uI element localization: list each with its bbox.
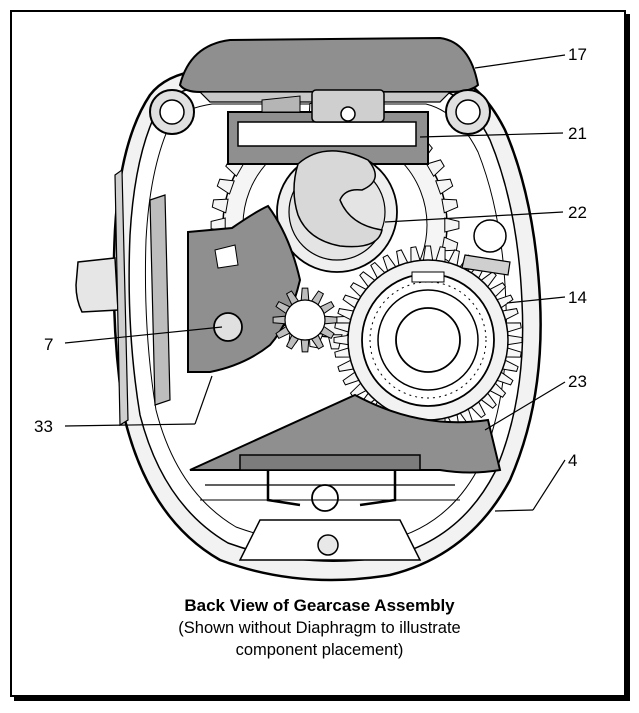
leader-33	[64, 423, 196, 427]
leader-17	[474, 54, 566, 69]
drive-strip	[189, 393, 502, 474]
mounting-boss-right	[445, 89, 491, 135]
gear-tooth	[507, 334, 523, 346]
callout-14: 14	[568, 288, 587, 307]
callout-23: 23	[568, 372, 587, 391]
caption-line-2: component placement)	[235, 641, 404, 659]
output-gear	[333, 245, 523, 435]
gear-tooth	[425, 159, 445, 177]
gear-tooth	[444, 217, 460, 233]
gear-tooth	[272, 315, 286, 325]
callout-7: 7	[44, 335, 53, 354]
right-clip	[461, 219, 511, 276]
eccentric-cam	[276, 150, 398, 273]
caption-line-1: (Shown without Diaphragm to illustrate	[178, 619, 461, 637]
callout-17: 17	[568, 45, 587, 64]
leader-14	[506, 296, 566, 304]
gear-tooth	[211, 198, 229, 214]
callout-22: 22	[568, 203, 587, 222]
gear-tooth	[300, 339, 310, 353]
clamp-bracket	[227, 89, 429, 165]
gear-tooth	[300, 287, 310, 301]
gear-tooth	[422, 245, 434, 261]
callout-4: 4	[568, 451, 577, 470]
caption-title: Back View of Gearcase Assembly	[184, 596, 455, 615]
leader-4b	[494, 509, 534, 512]
base-mount	[200, 454, 460, 561]
gear-tooth	[324, 315, 338, 325]
gear-tooth	[216, 178, 235, 195]
lever-arm	[187, 204, 302, 373]
leader-23	[484, 381, 566, 431]
gear-tooth	[435, 178, 454, 195]
figure-caption: Back View of Gearcase Assembly (Shown wi…	[0, 595, 639, 661]
pinion-gear	[272, 287, 338, 353]
leader-33b	[194, 375, 213, 425]
leader-22	[384, 211, 564, 223]
side-tab	[75, 168, 171, 427]
callout-33: 33	[34, 417, 53, 436]
gear-tooth	[441, 198, 459, 214]
gear-tooth	[333, 334, 349, 346]
mounting-boss-left	[149, 89, 195, 135]
leader-lines	[64, 54, 566, 512]
leader-4	[532, 459, 566, 511]
leader-7	[64, 326, 223, 344]
leader-21	[419, 132, 564, 138]
callout-21: 21	[568, 124, 587, 143]
